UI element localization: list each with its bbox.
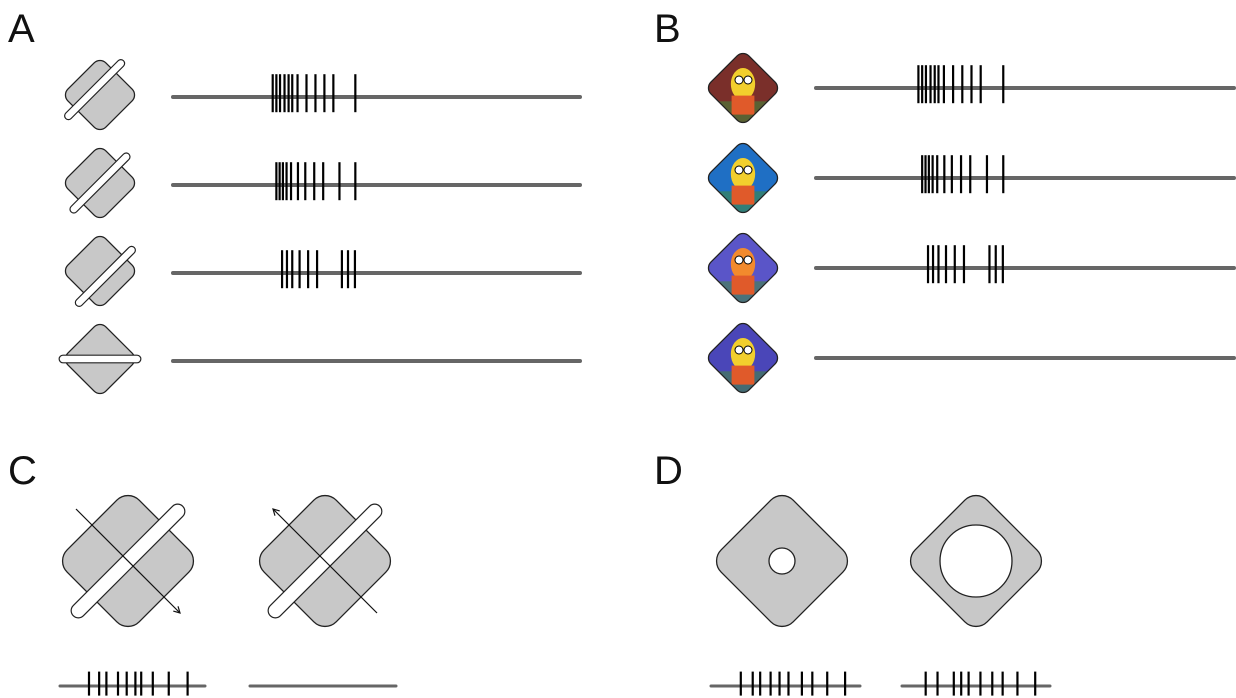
cartoon-image — [705, 50, 781, 127]
character-head — [730, 68, 756, 100]
character-head — [730, 338, 756, 370]
image-outline — [707, 322, 779, 394]
arrowhead — [272, 508, 280, 516]
bar-stimulus — [74, 245, 136, 307]
arrowhead — [173, 606, 181, 614]
character-body — [731, 185, 755, 205]
stimulus-column — [709, 494, 862, 696]
spike-train — [171, 162, 582, 201]
image-outline — [707, 142, 779, 214]
bar-overlay — [64, 59, 126, 121]
motion-arrow-icon — [272, 508, 378, 614]
spike-train — [814, 65, 1236, 104]
stimulus-row — [64, 235, 582, 307]
large-hole-shape-icon — [909, 494, 1043, 628]
stimulus-row — [64, 59, 582, 131]
cartoon-image-icon — [705, 230, 781, 307]
image-row — [705, 320, 1236, 397]
stimulus-column — [248, 494, 398, 688]
panel-label-b: B — [654, 7, 681, 51]
character-head — [730, 158, 756, 190]
character-body — [731, 365, 755, 385]
stimulus-column — [58, 494, 207, 696]
spike-train — [814, 155, 1236, 194]
shape-body — [64, 235, 136, 307]
cartoon-image — [705, 230, 781, 307]
character-body — [731, 95, 755, 115]
character-body — [731, 275, 755, 295]
tilted-bar-shape-icon — [64, 235, 136, 307]
spike-train — [58, 671, 207, 696]
character-eye — [734, 255, 744, 265]
character-eye — [743, 255, 753, 265]
panel-d — [709, 494, 1052, 696]
bar-stimulus — [58, 354, 142, 364]
tilted-bar-shape-icon — [64, 147, 136, 219]
character-eye — [743, 345, 753, 355]
panel-b — [705, 50, 1236, 397]
character-eye — [743, 75, 753, 85]
shape-body — [64, 59, 136, 131]
stimulus-row — [64, 147, 582, 219]
bar-with-motion-arrow-icon — [61, 494, 195, 628]
horizontal-bar-shape-icon — [58, 323, 142, 395]
cartoon-image-icon — [705, 320, 781, 397]
diamond-body — [64, 235, 136, 307]
bar-overlay — [74, 245, 136, 307]
image-row — [705, 50, 1236, 127]
spike-train — [814, 245, 1236, 284]
small-hole-shape-icon — [715, 494, 849, 628]
hole — [768, 547, 796, 575]
panel-a — [58, 59, 582, 395]
cartoon-image-icon — [705, 50, 781, 127]
character-eye — [734, 345, 744, 355]
panel-label-d: D — [654, 449, 683, 493]
bar-stimulus — [69, 152, 131, 214]
image-outline — [707, 52, 779, 124]
character-eye — [734, 75, 744, 85]
spike-train — [171, 74, 582, 113]
stimulus-column — [900, 494, 1052, 696]
motion-arrow-icon — [75, 508, 181, 614]
image-row — [705, 140, 1236, 217]
bar-overlay — [69, 152, 131, 214]
character-eye — [743, 165, 753, 175]
hole — [939, 524, 1013, 598]
character-eye — [734, 165, 744, 175]
image-row — [705, 230, 1236, 307]
cartoon-image — [705, 140, 781, 217]
panel-label-c: C — [8, 449, 37, 493]
spike-train — [900, 671, 1052, 696]
bar-with-motion-arrow-icon — [258, 494, 392, 628]
character-head — [730, 248, 756, 280]
panel-label-a: A — [8, 7, 35, 51]
spike-train — [709, 671, 862, 696]
bar-stimulus — [64, 59, 126, 121]
bar-overlay — [58, 354, 142, 364]
tilted-bar-shape-icon — [64, 59, 136, 131]
spike-train — [171, 250, 582, 289]
cartoon-image — [705, 320, 781, 397]
panel-c — [58, 494, 398, 696]
diamond-body — [64, 59, 136, 131]
stimulus-row — [58, 323, 582, 395]
image-outline — [707, 232, 779, 304]
cartoon-image-icon — [705, 140, 781, 217]
